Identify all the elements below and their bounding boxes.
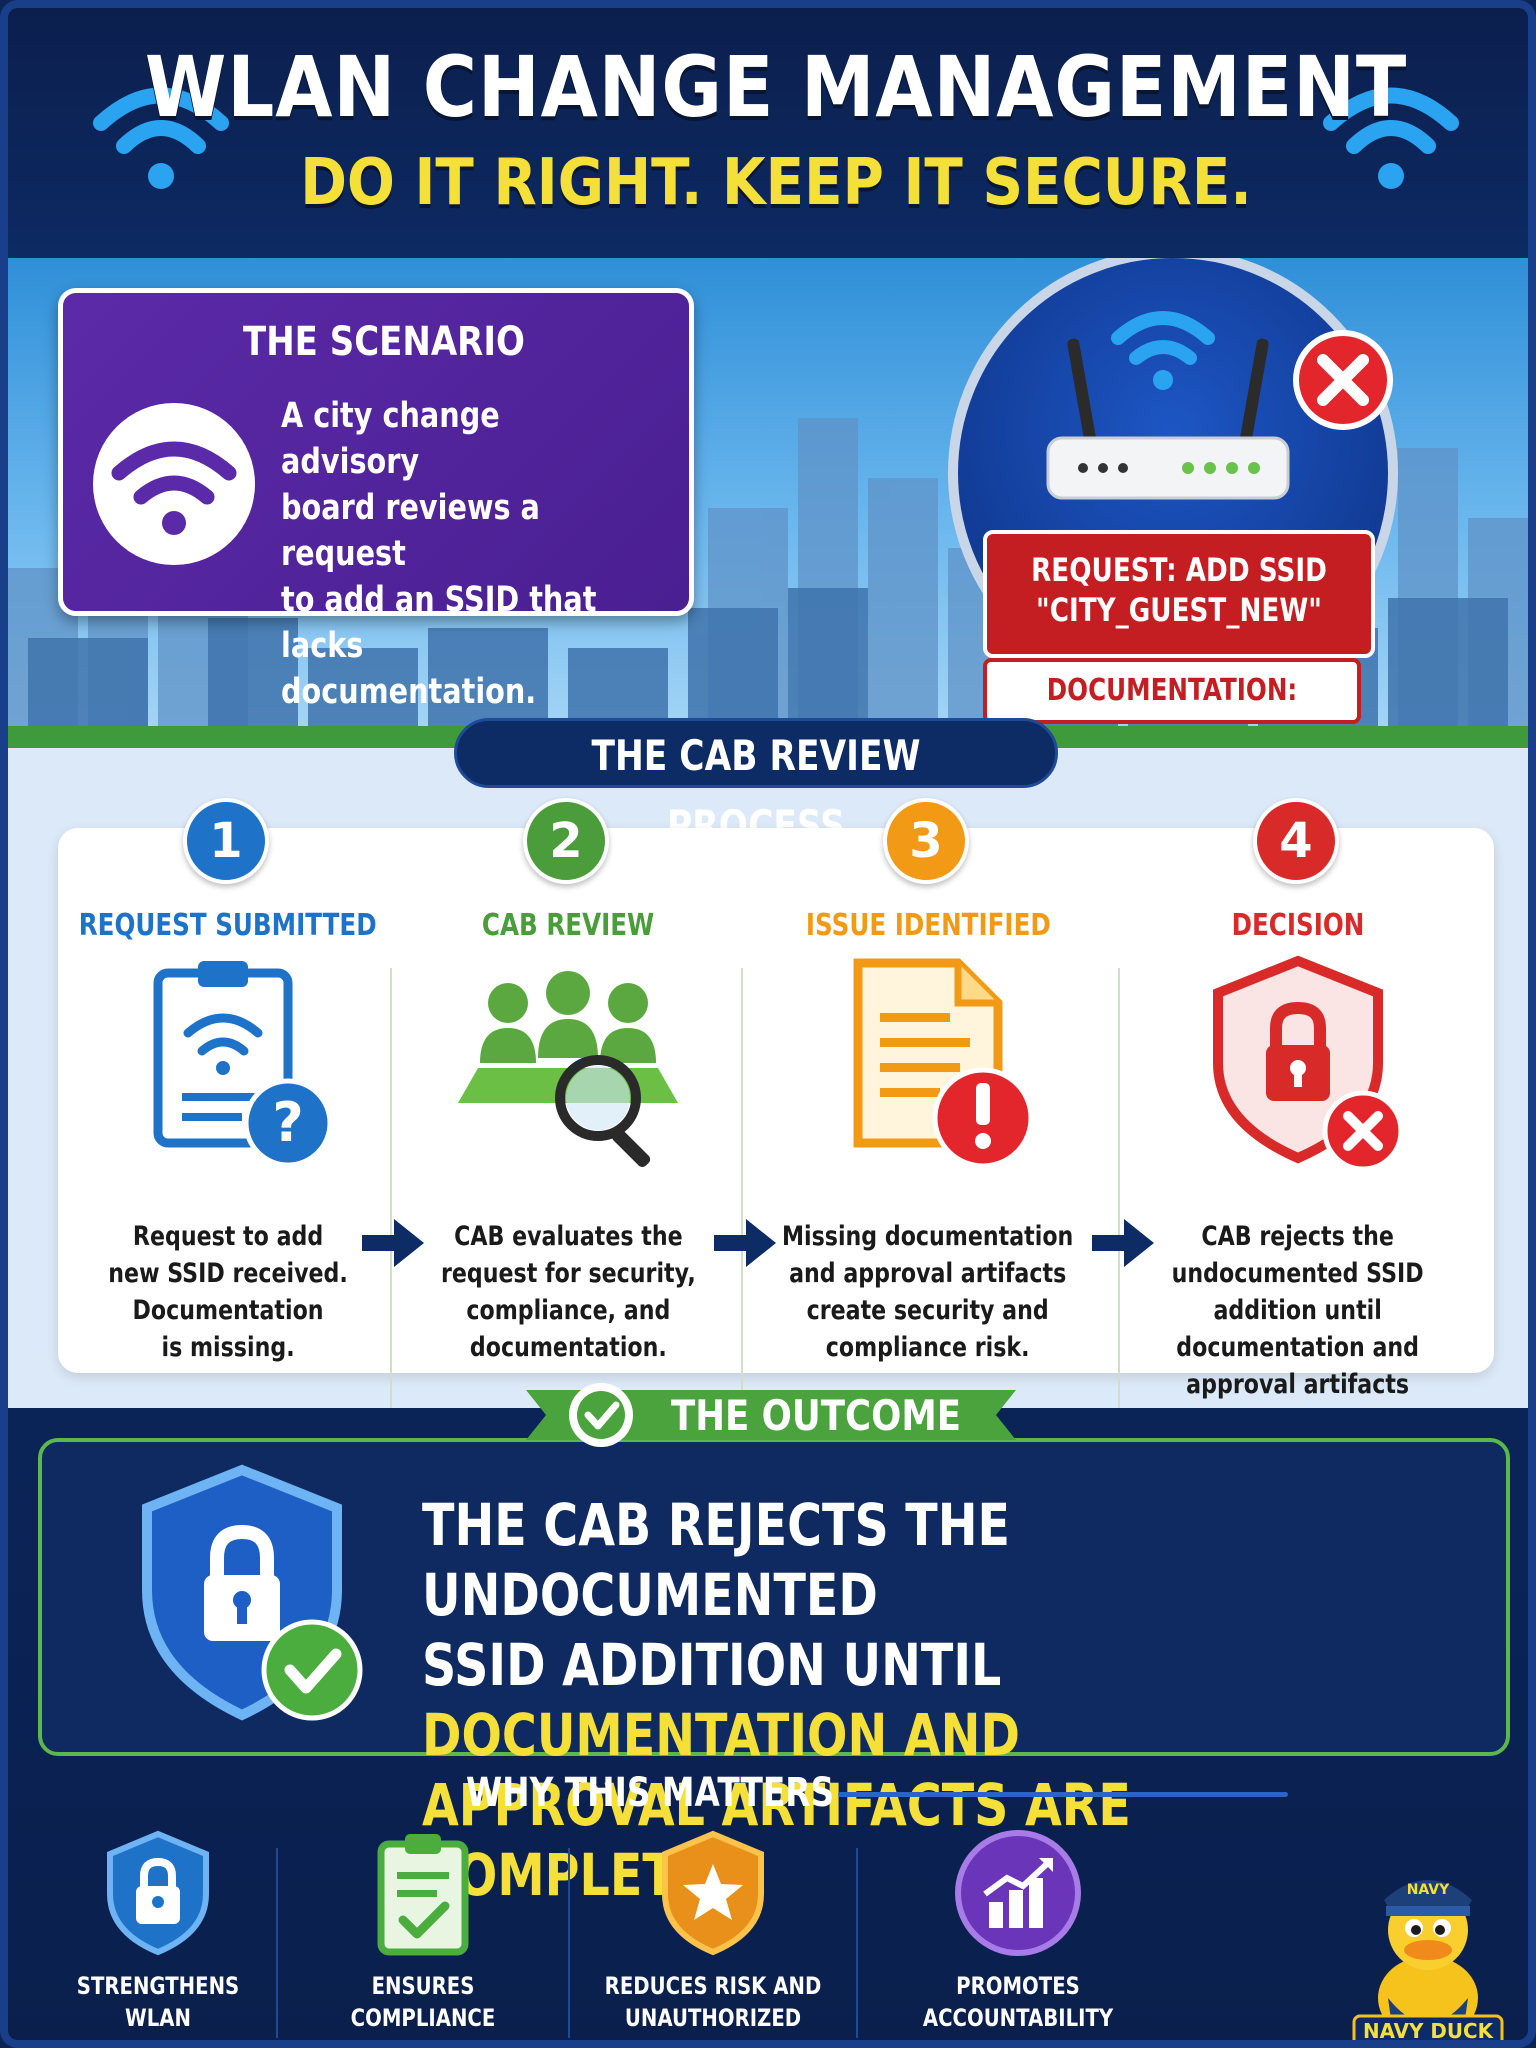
request-ssid: "CITY_GUEST_NEW" [1036, 591, 1322, 629]
step-title: ISSUE IDENTIFIED [738, 908, 1118, 943]
request-label: REQUEST: ADD SSID "CITY_GUEST_NEW" [983, 530, 1375, 658]
outcome-statement: THE CAB REJECTS THE UNDOCUMENTED SSID AD… [422, 1490, 1308, 1910]
step-description: CAB evaluates the request for security, … [388, 1218, 748, 1366]
process-card: 1 REQUEST SUBMITTED ? Request to add new… [58, 798, 1494, 1437]
growth-chart-icon [955, 1830, 1081, 1956]
step-divider [390, 968, 392, 1418]
clipboard-check-icon [377, 1834, 469, 1956]
why-label: PROMOTES ACCOUNTABILITY AND DOCUMENTATIO… [922, 1972, 1114, 2040]
scenario-section: THE SCENARIO A city change advisory boar… [8, 258, 1528, 748]
header: WLAN CHANGE MANAGEMENT DO IT RIGHT. KEEP… [8, 8, 1528, 258]
document-warning-icon [853, 958, 1034, 1169]
step-description: CAB rejects the undocumented SSID additi… [1118, 1218, 1478, 1440]
wifi-icon [1323, 87, 1459, 189]
arrow-right-icon [1092, 1219, 1154, 1267]
why-divider [856, 1848, 858, 2038]
mascot-hat-text: NAVY [1407, 1882, 1450, 1898]
step-decision: 4 DECISION CAB rejects the undocumented … [1128, 798, 1468, 1437]
process-section: THE CAB REVIEW PROCESS 1 REQUEST SUBMITT… [8, 718, 1528, 1437]
outcome-card: THE CAB REJECTS THE UNDOCUMENTED SSID AD… [38, 1438, 1510, 1909]
step-cab-review: 2 CAB REVIEW CAB evaluates the request f… [398, 798, 738, 1363]
step-title: DECISION [1108, 908, 1488, 943]
why-label: REDUCES RISK AND UNAUTHORIZED ACCESS [604, 1972, 822, 2040]
step-title-text: DECISION [1231, 908, 1365, 943]
step-title: CAB REVIEW [378, 908, 758, 943]
outcome-highlight-line: DOCUMENTATION AND [422, 1701, 1020, 1769]
step-description: Request to add new SSID received. Docume… [48, 1218, 408, 1366]
outcome-line: SSID ADDITION UNTIL [422, 1631, 1002, 1699]
step-description-text: Missing documentation and approval artif… [782, 1221, 1074, 1363]
router-icon [1046, 311, 1290, 500]
error-badge [1293, 330, 1393, 430]
step-description-text: Request to add new SSID received. Docume… [108, 1221, 348, 1363]
outcome-highlight-line: APPROVAL ARTIFACTS ARE COMPLETE. [422, 1771, 1131, 1909]
page-title: WLAN CHANGE MANAGEMENT [144, 38, 1408, 136]
lock-shield-icon [107, 1830, 209, 1956]
team-review-icon [458, 971, 678, 1168]
wifi-icon [111, 441, 237, 535]
scenario-card: THE SCENARIO A city change advisory boar… [58, 288, 694, 712]
step-request-submitted: 1 REQUEST SUBMITTED ? Request to add new… [58, 798, 398, 1363]
step-divider [1118, 968, 1120, 1418]
step-number: 3 [883, 798, 969, 884]
why-title-rule [838, 1792, 1288, 1797]
scenario-wifi-badge [93, 403, 255, 565]
why-item-compliance: ENSURES COMPLIANCE AND POLICY ADHERENCE [288, 1828, 558, 2040]
step-title-text: REQUEST SUBMITTED [79, 908, 377, 943]
outcome-title: THE OUTCOME [671, 1391, 961, 1440]
page-subtitle: DO IT RIGHT. KEEP IT SECURE. [300, 146, 1252, 220]
step-description-text: CAB rejects the undocumented SSID additi… [1172, 1221, 1424, 1437]
why-item-accountability: PROMOTES ACCOUNTABILITY AND DOCUMENTATIO… [868, 1828, 1168, 2040]
step-divider [741, 968, 743, 1418]
scenario-description: A city change advisory board reviews a r… [281, 396, 597, 712]
wifi-icon [93, 87, 229, 189]
why-label: ENSURES COMPLIANCE AND POLICY ADHERENCE [350, 1972, 496, 2040]
step-number: 2 [523, 798, 609, 884]
arrow-right-icon [362, 1219, 424, 1267]
star-shield-icon [662, 1830, 764, 1956]
shield-lock-rejected-icon [1213, 955, 1404, 1172]
scenario-title: THE SCENARIO [243, 319, 525, 365]
documentation-status: DOCUMENTATION: MISSING [983, 658, 1361, 748]
step-description: Missing documentation and approval artif… [748, 1218, 1108, 1366]
why-label: STRENGTHENS WLAN SECURITY [76, 1972, 240, 2040]
step-number: 4 [1253, 798, 1339, 884]
request-line: REQUEST: ADD SSID [1031, 551, 1327, 589]
navy-duck-mascot: NAVY NAVY DUCK [1352, 1880, 1504, 2043]
arrow-right-icon [714, 1219, 776, 1267]
process-title-tab: THE CAB REVIEW PROCESS [454, 718, 1058, 850]
outcome-section: THE CAB REJECTS THE UNDOCUMENTED SSID AD… [8, 1383, 1528, 2043]
step-description-text: CAB evaluates the request for security, … [440, 1221, 696, 1363]
mascot-name: NAVY DUCK [1363, 2019, 1494, 2043]
why-item-risk: REDUCES RISK AND UNAUTHORIZED ACCESS [578, 1828, 848, 2040]
step-title: REQUEST SUBMITTED [38, 908, 418, 943]
svg-text:?: ? [272, 1091, 303, 1154]
why-title: WHY THIS MATTERS [466, 1770, 835, 1816]
step-title-text: ISSUE IDENTIFIED [805, 908, 1051, 943]
why-divider [276, 1848, 278, 2038]
outcome-title-banner: THE OUTCOME [526, 1383, 1016, 1447]
outcome-line: THE CAB REJECTS THE UNDOCUMENTED [422, 1491, 1011, 1629]
why-divider [568, 1848, 570, 2038]
step-issue-identified: 3 ISSUE IDENTIFIED Missing documentation… [758, 798, 1098, 1363]
close-icon [1317, 354, 1369, 406]
why-item-security: STRENGTHENS WLAN SECURITY [58, 1828, 258, 2040]
step-title-text: CAB REVIEW [481, 908, 655, 943]
clipboard-question-icon: ? [153, 961, 333, 1168]
step-number: 1 [183, 798, 269, 884]
shield-lock-approved-icon [142, 1464, 363, 1721]
